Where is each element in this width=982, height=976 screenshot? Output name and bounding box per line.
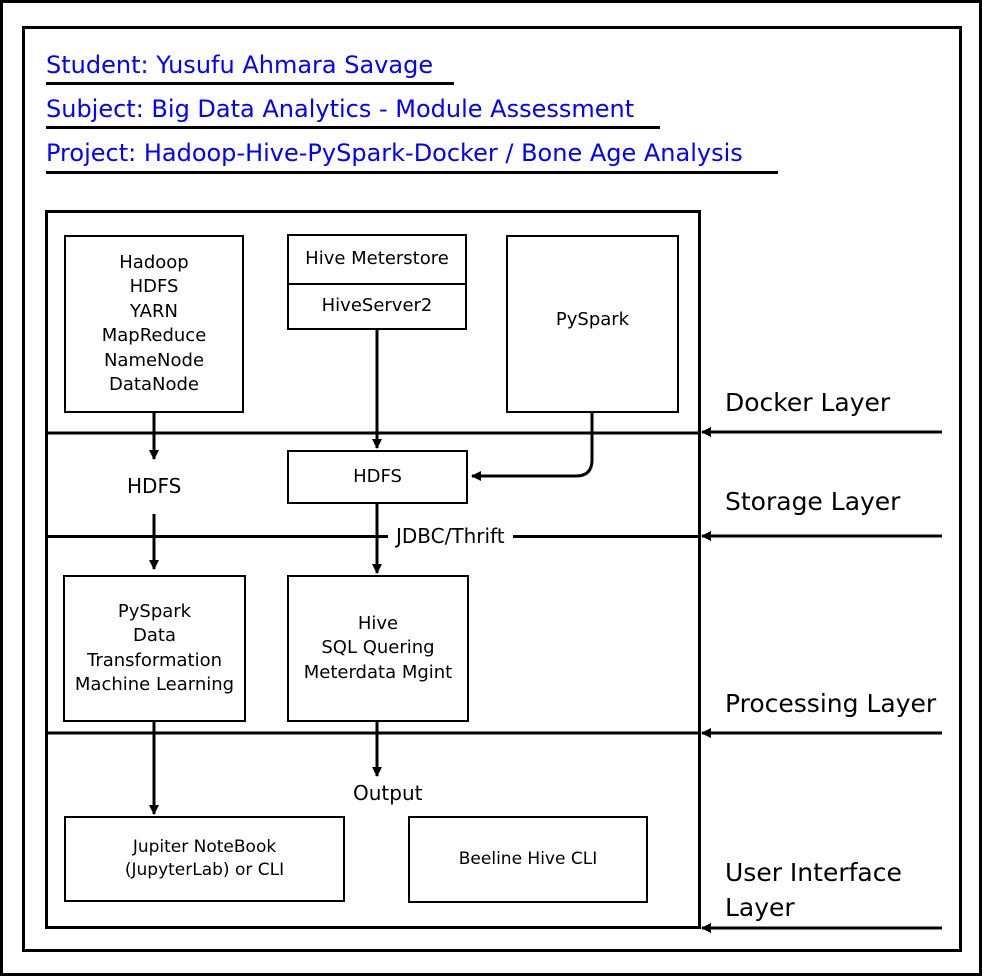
jupyter-label: Jupiter NoteBook: [132, 837, 277, 857]
transformation-label: Transformation: [86, 649, 223, 671]
sql-querying-label: SQL Quering: [321, 637, 435, 659]
mapreduce-label: MapReduce: [101, 325, 207, 346]
pyspark-processing-label: PySpark: [117, 600, 192, 622]
beeline-box: Beeline Hive CLI: [408, 816, 648, 903]
storage-layer-label: Storage Layer: [725, 487, 901, 516]
datanode-label: DataNode: [109, 374, 199, 395]
student-heading: Student: Yusufu Ahmara Savage: [46, 51, 434, 79]
hive-metastore-label: Hive Meterstore: [289, 236, 465, 285]
yarn-label: YARN: [130, 300, 178, 322]
namenode-label: NameNode: [103, 349, 205, 371]
data-label: Data: [133, 625, 176, 646]
inner-frame: [22, 26, 962, 952]
pyspark-processing-box: PySpark Data Transformation Machine Lear…: [63, 575, 246, 722]
ui-layer-label-line1: User Interface: [725, 858, 902, 887]
hdfs-box: HDFS: [287, 450, 468, 504]
hadoop-label: Hadoop: [119, 251, 189, 273]
pyspark-to-hdfs-arrow: [471, 413, 594, 481]
pyspark-docker-label: PySpark: [555, 308, 630, 330]
hiveserver2-label: HiveServer2: [321, 295, 433, 317]
hive-server-box: Hive Meterstore HiveServer2: [287, 234, 467, 330]
pyspark-docker-box: PySpark: [506, 235, 679, 413]
hdfs-left-label: HDFS: [127, 474, 182, 498]
architecture-frame: [45, 210, 701, 929]
machine-learning-label: Machine Learning: [74, 674, 235, 695]
ui-layer-label-line2: Layer: [725, 893, 795, 922]
jupyter-box: Jupiter NoteBook (JupyterLab) or CLI: [64, 816, 345, 902]
jdbc-thrift-label: JDBC/Thrift: [388, 524, 513, 548]
metadata-mgmt-label: Meterdata Mgint: [303, 661, 453, 683]
hadoop-box: Hadoop HDFS YARN MapReduce NameNode Data…: [64, 235, 244, 413]
project-heading: Project: Hadoop-Hive-PySpark-Docker / Bo…: [46, 139, 743, 167]
hive-processing-box: Hive SQL Quering Meterdata Mgint: [287, 575, 469, 722]
output-label: Output: [353, 781, 423, 805]
hive-label: Hive: [357, 612, 399, 634]
beeline-label: Beeline Hive CLI: [458, 849, 598, 870]
docker-layer-label: Docker Layer: [725, 388, 891, 417]
subject-heading: Subject: Big Data Analytics - Module Ass…: [46, 95, 635, 123]
hdfs-box-label: HDFS: [353, 465, 402, 487]
hdfs-service-label: HDFS: [129, 276, 179, 297]
jupyterlab-cli-label: (JupyterLab) or CLI: [124, 860, 285, 880]
processing-layer-label: Processing Layer: [725, 689, 937, 718]
